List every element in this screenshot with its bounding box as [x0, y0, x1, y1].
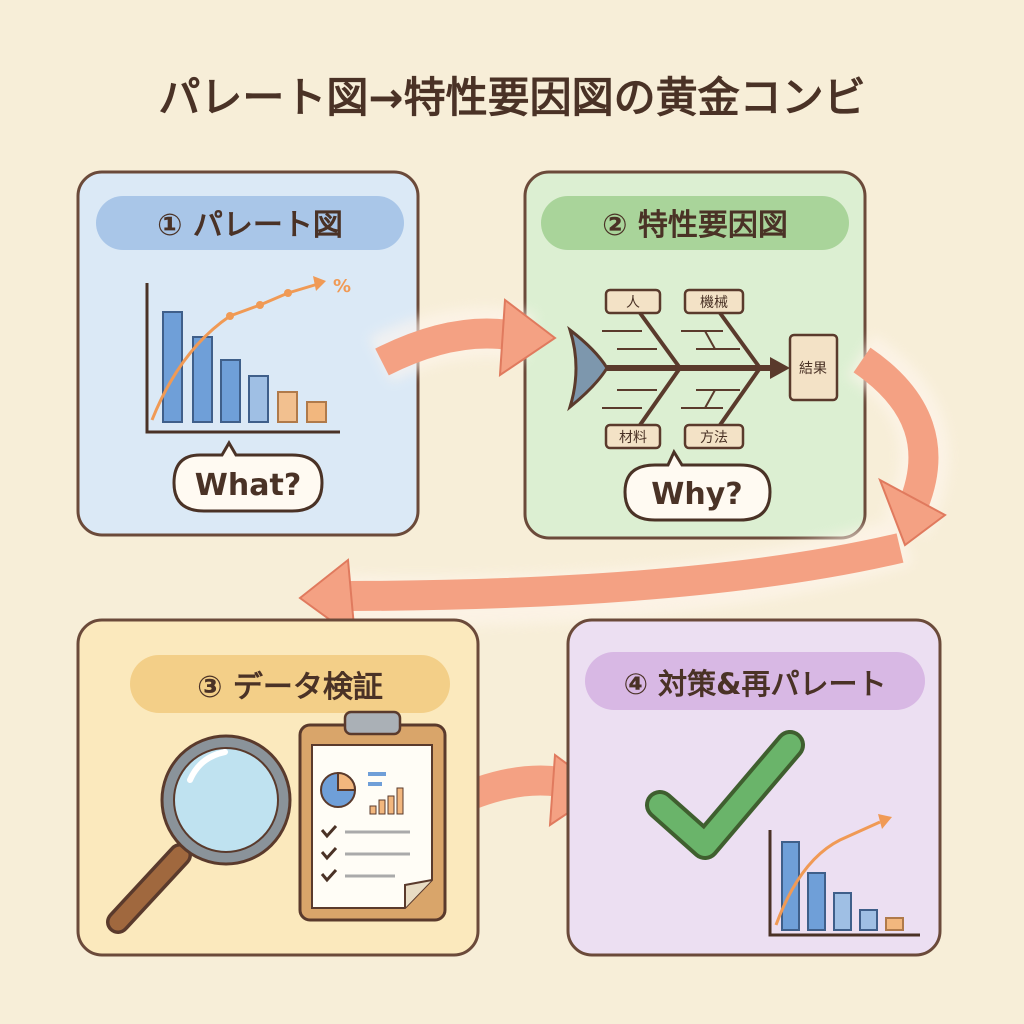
- improved-pareto-chart-icon: [768, 814, 920, 937]
- magnifying-glass-icon: [106, 734, 292, 934]
- arrow-2-to-3-upper: [853, 347, 939, 514]
- panel-title: ② 特性要因図: [602, 208, 788, 243]
- speech-bubble-why: Why?: [623, 448, 772, 522]
- panel-countermeasure: ④ 対策&再パレート: [566, 618, 942, 957]
- cause-material: 材料: [619, 430, 647, 446]
- pareto-chart-icon: %: [145, 276, 351, 434]
- percent-label: %: [333, 276, 351, 297]
- arrow-1-to-2: [375, 318, 518, 376]
- effect-label: 結果: [799, 361, 827, 377]
- panel-fishbone: ② 特性要因図 人 機械 材料: [523, 170, 867, 540]
- speech-bubble-what: What?: [172, 440, 324, 513]
- panel-title: ① パレート図: [157, 208, 343, 243]
- checkmark-icon: [645, 730, 805, 860]
- page-title: パレート図→特性要因図の黄金コンビ: [158, 73, 865, 122]
- panel-title: ④ 対策&再パレート: [624, 667, 887, 701]
- cause-person: 人: [626, 295, 640, 311]
- clipboard-icon: [298, 710, 447, 922]
- svg-text:Why?: Why?: [651, 477, 742, 512]
- arrow-2-to-3-lower: [349, 533, 904, 611]
- flow-arrows: [298, 298, 950, 827]
- panel-data-verification: ③ データ検証: [76, 618, 480, 957]
- cause-machine: 機械: [700, 295, 728, 311]
- fishbone-diagram-icon: [567, 288, 839, 450]
- cause-method: 方法: [700, 430, 728, 446]
- panel-title: ③ データ検証: [197, 670, 383, 705]
- svg-text:What?: What?: [195, 468, 301, 503]
- panel-pareto: ① パレート図 % What?: [76, 170, 420, 537]
